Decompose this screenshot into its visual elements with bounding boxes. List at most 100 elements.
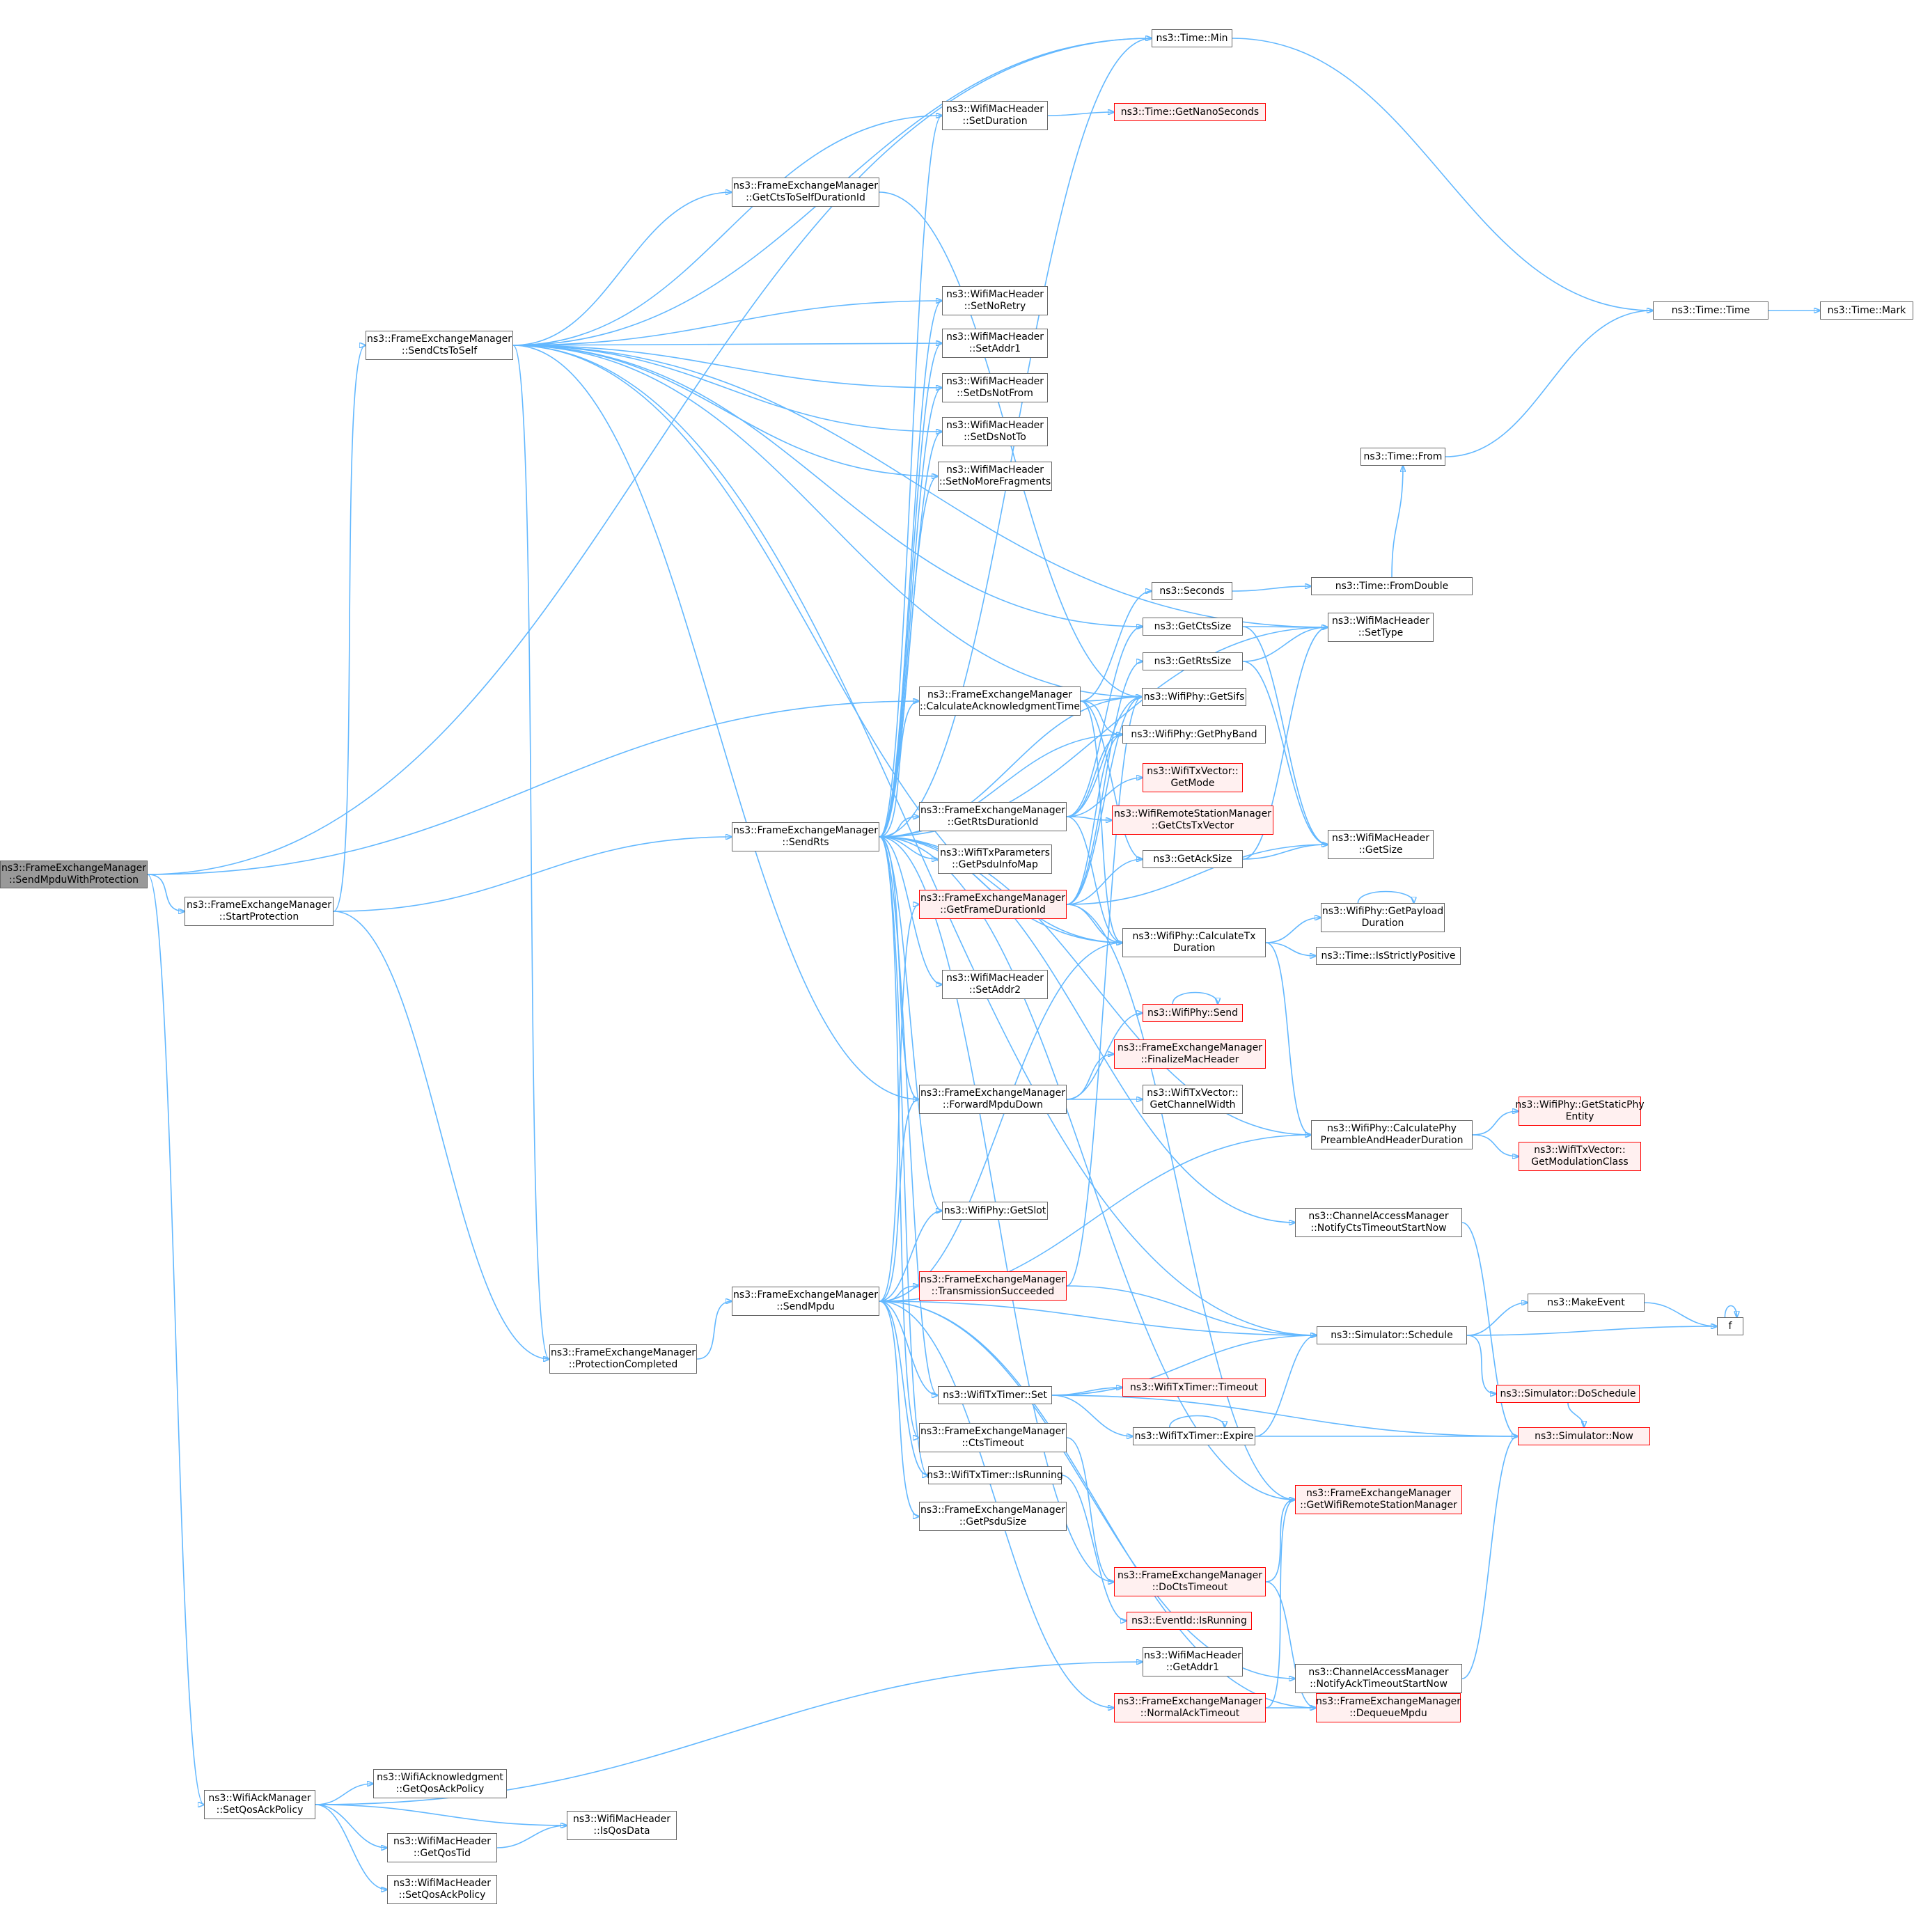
node-label-line: ns3::WifiMacHeader [946,104,1044,115]
node-label-line: ns3::WifiPhy::GetPayload [1321,906,1444,917]
edge-sendrts-to-ctstimeout [879,836,919,1438]
node-schedule[interactable]: ns3::Simulator::Schedule [1317,1326,1467,1344]
node-getchwidth[interactable]: ns3::WifiTxVector::GetChannelWidth [1143,1085,1243,1114]
node-label-line: ::SendCtsToSelf [401,345,478,356]
node-calcack[interactable]: ns3::FrameExchangeManager::CalculateAckn… [919,686,1081,716]
node-notifyack[interactable]: ns3::ChannelAccessManager::NotifyAckTime… [1295,1664,1462,1693]
node-root[interactable]: ns3::FrameExchangeManager::SendMpduWithP… [0,861,148,888]
node-label-line: ::SetQosAckPolicy [216,1805,304,1816]
edge-getrtsdur-to-getctssize [1066,627,1143,817]
node-timemin[interactable]: ns3::Time::Min [1152,29,1232,47]
edge-getrtssize-to-getsize [1242,661,1328,845]
node-isqos[interactable]: ns3::WifiMacHeader::IsQosData [567,1811,677,1840]
node-normalack[interactable]: ns3::FrameExchangeManager::NormalAckTime… [1114,1693,1266,1722]
node-getrtsdur[interactable]: ns3::FrameExchangeManager::GetRtsDuratio… [919,802,1067,831]
node-label-line: ns3::FrameExchangeManager [920,805,1065,816]
node-doschedule[interactable]: ns3::Simulator::DoSchedule [1496,1385,1640,1403]
edge-sendmpdu-to-getpsdusize [879,1301,919,1516]
node-getqosack[interactable]: ns3::WifiAcknowledgment::GetQosAckPolicy [373,1769,507,1798]
node-getctssize[interactable]: ns3::GetCtsSize [1143,618,1243,636]
node-getpsdusize[interactable]: ns3::FrameExchangeManager::GetPsduSize [919,1502,1067,1531]
node-seconds[interactable]: ns3::Seconds [1152,582,1232,600]
node-fwdmpdu[interactable]: ns3::FrameExchangeManager::ForwardMpduDo… [919,1085,1067,1114]
node-sendmpdu[interactable]: ns3::FrameExchangeManager::SendMpdu [732,1287,879,1316]
node-timertimeout[interactable]: ns3::WifiTxTimer::Timeout [1122,1379,1266,1397]
node-getframedur[interactable]: ns3::FrameExchangeManager::GetFrameDurat… [919,890,1067,919]
node-label-line: ns3::Time::GetNanoSeconds [1120,106,1260,118]
node-f[interactable]: f [1717,1317,1743,1335]
node-getmode[interactable]: ns3::WifiTxVector::GetMode [1143,763,1243,792]
node-strictpos[interactable]: ns3::Time::IsStrictlyPositive [1316,947,1461,965]
node-getrtssize[interactable]: ns3::GetRtsSize [1143,652,1243,670]
node-label-line: ns3::Time::Min [1156,32,1228,44]
node-setaddr1[interactable]: ns3::WifiMacHeader::SetAddr1 [942,329,1048,358]
node-startprot[interactable]: ns3::FrameExchangeManager::StartProtecti… [185,897,334,926]
node-eventrun[interactable]: ns3::EventId::IsRunning [1127,1612,1252,1630]
node-setnomore[interactable]: ns3::WifiMacHeader::SetNoMoreFragments [938,462,1052,491]
node-getwrsm[interactable]: ns3::FrameExchangeManager::GetWifiRemote… [1295,1485,1462,1514]
node-setdsnotto[interactable]: ns3::WifiMacHeader::SetDsNotTo [942,417,1048,446]
edge-setduration-to-getnano [1047,112,1114,116]
node-setnoretry[interactable]: ns3::WifiMacHeader::SetNoRetry [942,286,1048,315]
node-label-line: ns3::WifiMacHeader [946,973,1044,984]
node-label-line: ::GetWifiRemoteStationManager [1300,1500,1457,1511]
node-getpsduinfo[interactable]: ns3::WifiTxParameters::GetPsduInfoMap [938,845,1052,874]
node-setaddr2[interactable]: ns3::WifiMacHeader::SetAddr2 [942,970,1048,999]
node-setqos[interactable]: ns3::WifiAckManager::SetQosAckPolicy [204,1790,315,1819]
node-setdsnotfrom[interactable]: ns3::WifiMacHeader::SetDsNotFrom [942,373,1048,402]
node-getphyband[interactable]: ns3::WifiPhy::GetPhyBand [1122,725,1266,744]
node-setqospol[interactable]: ns3::WifiMacHeader::SetQosAckPolicy [387,1875,497,1904]
node-getsifs[interactable]: ns3::WifiPhy::GetSifs [1142,688,1246,706]
edge-sendcts-to-getctssize [512,345,1143,627]
node-makeevent[interactable]: ns3::MakeEvent [1528,1294,1645,1312]
node-isrunning[interactable]: ns3::WifiTxTimer::IsRunning [927,1466,1063,1484]
node-getmodclass[interactable]: ns3::WifiTxVector::GetModulationClass [1519,1142,1641,1171]
node-physend[interactable]: ns3::WifiPhy::Send [1143,1004,1243,1022]
node-sendcts[interactable]: ns3::FrameExchangeManager::SendCtsToSelf [366,331,513,360]
node-label-line: ns3::WifiMacHeader [393,1836,492,1847]
node-timefrom[interactable]: ns3::Time::From [1360,448,1445,466]
node-settype[interactable]: ns3::WifiMacHeader::SetType [1328,613,1434,642]
node-protcomp[interactable]: ns3::FrameExchangeManager::ProtectionCom… [549,1344,697,1374]
edge-calcack-to-calctxdur [1080,700,1122,943]
edge-sendcts-to-setaddr1 [512,343,942,345]
node-setduration[interactable]: ns3::WifiMacHeader::SetDuration [942,101,1048,130]
node-ctstimeout[interactable]: ns3::FrameExchangeManager::CtsTimeout [919,1423,1067,1452]
node-getacksize[interactable]: ns3::GetAckSize [1143,850,1243,868]
node-timetime[interactable]: ns3::Time::Time [1653,301,1768,320]
node-timemark[interactable]: ns3::Time::Mark [1820,301,1913,320]
node-timerset[interactable]: ns3::WifiTxTimer::Set [938,1386,1052,1404]
node-getsize[interactable]: ns3::WifiMacHeader::GetSize [1328,830,1434,859]
node-label-line: ns3::FrameExchangeManager [1117,1570,1262,1581]
node-getnano[interactable]: ns3::Time::GetNanoSeconds [1114,103,1266,121]
node-now[interactable]: ns3::Simulator::Now [1518,1427,1650,1445]
edge-getframedur-to-getrtssize [1066,661,1143,905]
node-expire[interactable]: ns3::WifiTxTimer::Expire [1133,1427,1255,1445]
node-getctsself[interactable]: ns3::FrameExchangeManager::GetCtsToSelfD… [732,178,879,207]
edge-calcack-to-getphyband [1080,700,1122,735]
node-txsucc[interactable]: ns3::FrameExchangeManager::TransmissionS… [919,1271,1067,1301]
node-label-line: ns3::WifiTxVector:: [1147,1087,1239,1099]
node-notifycts[interactable]: ns3::ChannelAccessManager::NotifyCtsTime… [1295,1208,1462,1237]
node-sendrts[interactable]: ns3::FrameExchangeManager::SendRts [732,822,879,851]
node-finalize[interactable]: ns3::FrameExchangeManager::FinalizeMacHe… [1114,1039,1266,1069]
edge-setqos-to-getqosack [315,1784,373,1805]
node-getqostid[interactable]: ns3::WifiMacHeader::GetQosTid [387,1833,497,1862]
node-getaddr1[interactable]: ns3::WifiMacHeader::GetAddr1 [1143,1647,1243,1676]
edge-notifyack-to-now [1461,1436,1518,1679]
node-dequeue[interactable]: ns3::FrameExchangeManager::DequeueMpdu [1316,1693,1461,1722]
edge-getrtsdur-to-calctxdur [1066,816,1122,943]
node-getctstxvec[interactable]: ns3::WifiRemoteStationManager::GetCtsTxV… [1112,806,1273,835]
node-label-line: ::SetNoMoreFragments [939,476,1051,487]
edge-sendmpdu-to-fwdmpdu [879,1099,919,1302]
node-getslot[interactable]: ns3::WifiPhy::GetSlot [942,1202,1048,1220]
node-label-line: ns3::FrameExchangeManager [551,1347,696,1358]
node-docts[interactable]: ns3::FrameExchangeManager::DoCtsTimeout [1114,1567,1266,1596]
node-label-line: GetChannelWidth [1150,1099,1236,1110]
node-fromdouble[interactable]: ns3::Time::FromDouble [1311,577,1473,595]
edge-sendrts-to-setaddr1 [879,343,942,838]
